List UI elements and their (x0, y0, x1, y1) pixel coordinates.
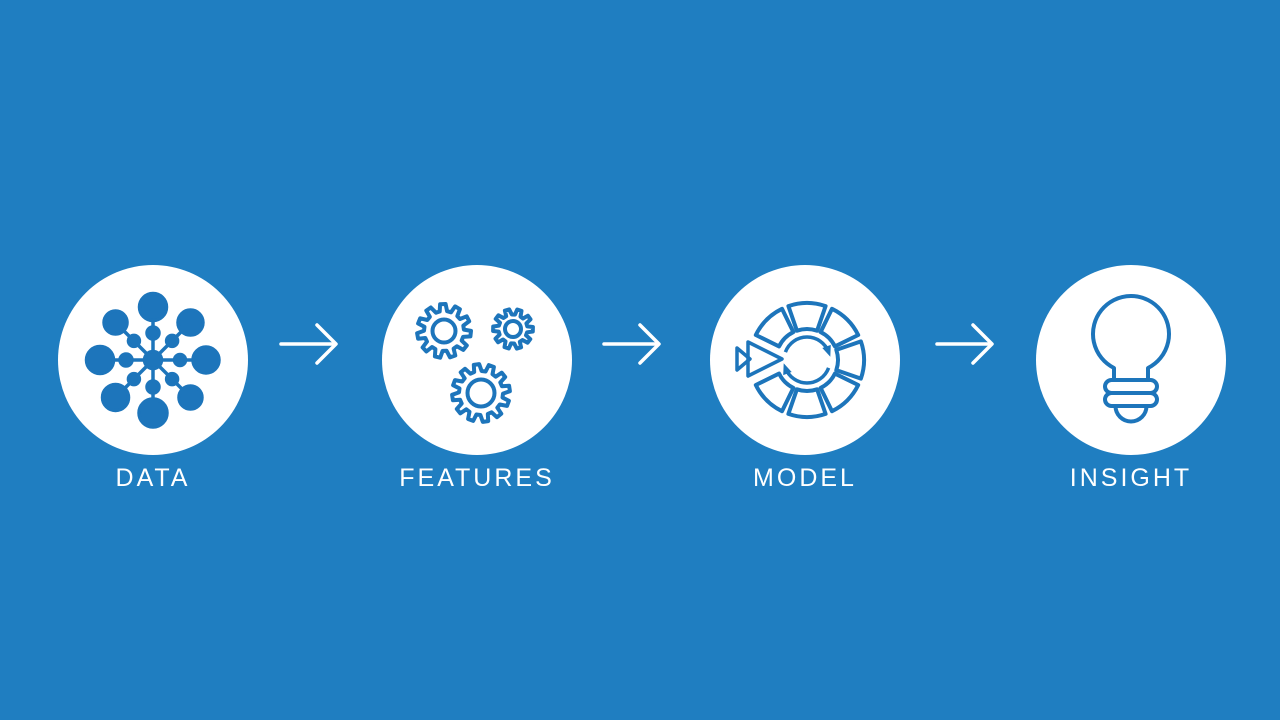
stage-circle-insight (1036, 265, 1226, 455)
stage-label-model: MODEL (753, 464, 857, 492)
stage-insight: INSIGHT (1036, 265, 1226, 505)
right-arrow-icon (279, 323, 338, 365)
stage-circle-model (710, 265, 900, 455)
right-arrow-icon (602, 323, 661, 365)
insight-lightbulb-icon (1091, 294, 1171, 424)
data-network-icon (84, 291, 221, 429)
fast-forward-triangles (735, 340, 784, 378)
stage-circle-data (58, 265, 248, 455)
stage-label-insight: INSIGHT (1069, 464, 1193, 492)
stage-label-data: DATA (115, 464, 191, 492)
right-arrow-icon (935, 323, 994, 365)
refresh-arrows (783, 335, 831, 385)
model-cycle-icon (735, 301, 866, 419)
stage-model: MODEL (710, 265, 900, 505)
stage-features: FEATURES (382, 265, 572, 505)
stage-circle-features (382, 265, 572, 455)
features-gears-icon (415, 302, 535, 424)
stage-data: DATA (58, 265, 248, 505)
stage-label-features: FEATURES (399, 464, 555, 492)
